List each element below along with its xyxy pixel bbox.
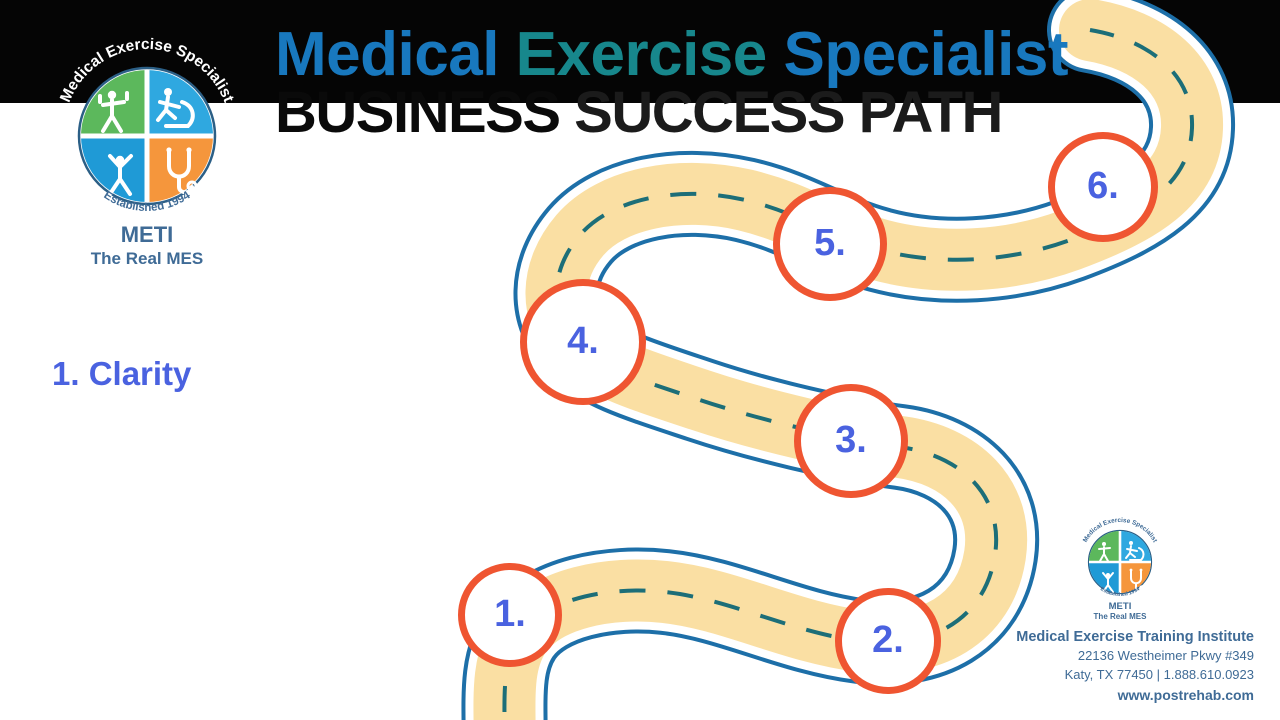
milestone-node-6[interactable]: 6.: [1048, 132, 1158, 242]
milestone-node-3[interactable]: 3.: [794, 384, 908, 498]
milestone-label-2: 2.: [872, 619, 904, 661]
footer-logo-svg: Medical Exercise Specialist: [1082, 517, 1159, 621]
footer-logo-tagline: The Real MES: [1094, 612, 1148, 621]
title-word-success-path: SUCCESS PATH: [574, 80, 1003, 146]
footer-logo-acronym: METI: [1109, 601, 1132, 612]
footer-logo: Medical Exercise Specialist: [1074, 506, 1166, 624]
footer-address-line-1: 22136 Westheimer Pkwy #349: [1077, 648, 1254, 664]
page-title: Medical Exercise Specialist BUSINESS SUC…: [275, 22, 1068, 144]
milestone-node-5[interactable]: 5.: [773, 187, 887, 301]
title-word-medical: Medical: [275, 20, 516, 89]
footer-logo-established: Established 1994: [1099, 586, 1141, 598]
footer-organization: Medical Exercise Training Institute: [1016, 628, 1254, 645]
milestone-node-1[interactable]: 1.: [458, 563, 562, 667]
brand-logo-svg: Medical Exercise Specialist: [57, 36, 237, 268]
milestone-label-5: 5.: [814, 222, 846, 264]
title-line-secondary: BUSINESS SUCCESS PATH: [275, 80, 1068, 146]
title-word-specialist: Specialist: [783, 20, 1068, 89]
footer-contact-block: Medical Exercise Specialist: [986, 506, 1254, 706]
current-step-label: 1. Clarity: [52, 355, 192, 392]
logo-pictograms: [98, 88, 198, 196]
brand-logo: Medical Exercise Specialist: [48, 14, 246, 272]
footer-logo-quadrants: [1089, 530, 1151, 593]
title-line-primary: Medical Exercise Specialist: [275, 22, 1068, 87]
milestone-label-1: 1.: [494, 593, 526, 635]
milestone-label-6: 6.: [1087, 165, 1119, 207]
logo-quadrants: [81, 70, 213, 202]
logo-acronym: METI: [121, 222, 174, 247]
milestone-node-2[interactable]: 2.: [835, 588, 941, 694]
footer-logo-pictograms: [1098, 540, 1145, 593]
milestone-node-4[interactable]: 4.: [520, 279, 646, 405]
footer-website[interactable]: www.postrehab.com: [1117, 687, 1254, 703]
milestone-label-4: 4.: [567, 320, 599, 362]
title-word-business: BUSINESS: [275, 80, 575, 146]
milestone-label-3: 3.: [835, 419, 867, 461]
footer-address-line-2: Katy, TX 77450 | 1.888.610.0923: [1064, 667, 1254, 683]
title-word-exercise: Exercise: [515, 20, 784, 89]
logo-tagline: The Real MES: [91, 249, 203, 268]
